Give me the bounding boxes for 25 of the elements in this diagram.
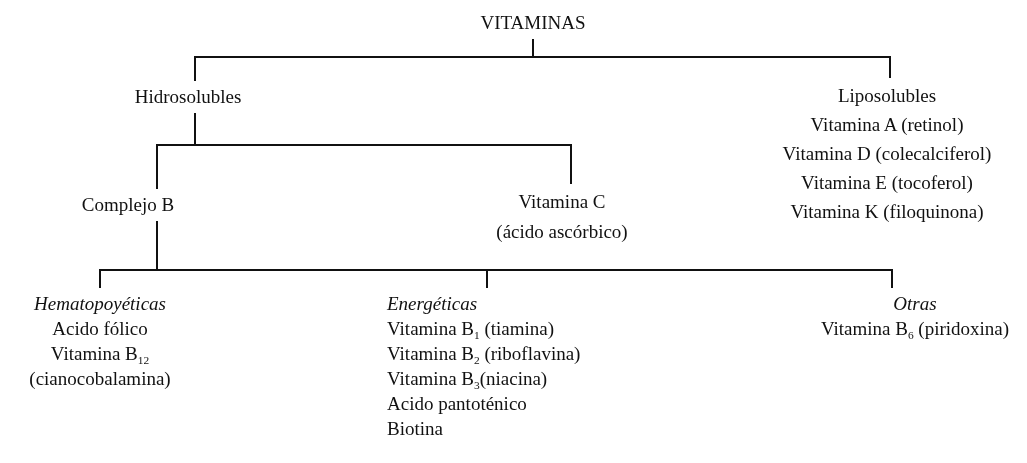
category-heading: Hematopoyéticas [33,292,167,316]
vitamin-name: Vitamina B$_{6}$ (piridoxina) [820,317,1010,341]
category-label: VITAMINAS [480,10,586,36]
category-heading: Otras [892,292,938,316]
tree-connector [194,112,572,185]
vitamin-name: (ácido ascórbico) [496,220,628,244]
vitamin-name: (cianocobalamina) [29,367,171,391]
category-label: Hidrosolubles [134,84,242,110]
category-heading: Liposolubles [836,84,938,108]
vitamin-name: Vitamina B$_{3}$(niacina) [387,367,549,391]
vitamin-name: Vitamina B$_{2}$ (riboflavina) [387,342,581,366]
vitamin-name: Vitamina B$_{1}$ (tiamina) [387,317,556,341]
tree-connector [532,38,891,79]
vitamin-name: Acido fólico [51,317,149,341]
category-label: Complejo B [81,192,175,218]
category-heading: Energéticas [387,292,479,316]
vitamin-name: Vitamina B$_{12}$ [49,342,151,366]
vitamin-name: Vitamina A (retinol) [809,113,965,137]
vitamin-name: Vitamina K (filoquinona) [789,200,985,224]
vitamin-name: Biotina [387,417,444,441]
category-heading: Vitamina C [517,190,607,214]
tree-connector [156,220,893,289]
vitamin-name: Vitamina D (colecalciferol) [782,142,992,166]
vitamin-name: Acido pantoténico [387,392,528,416]
vitamin-name: Vitamina E (tocoferol) [800,171,974,195]
